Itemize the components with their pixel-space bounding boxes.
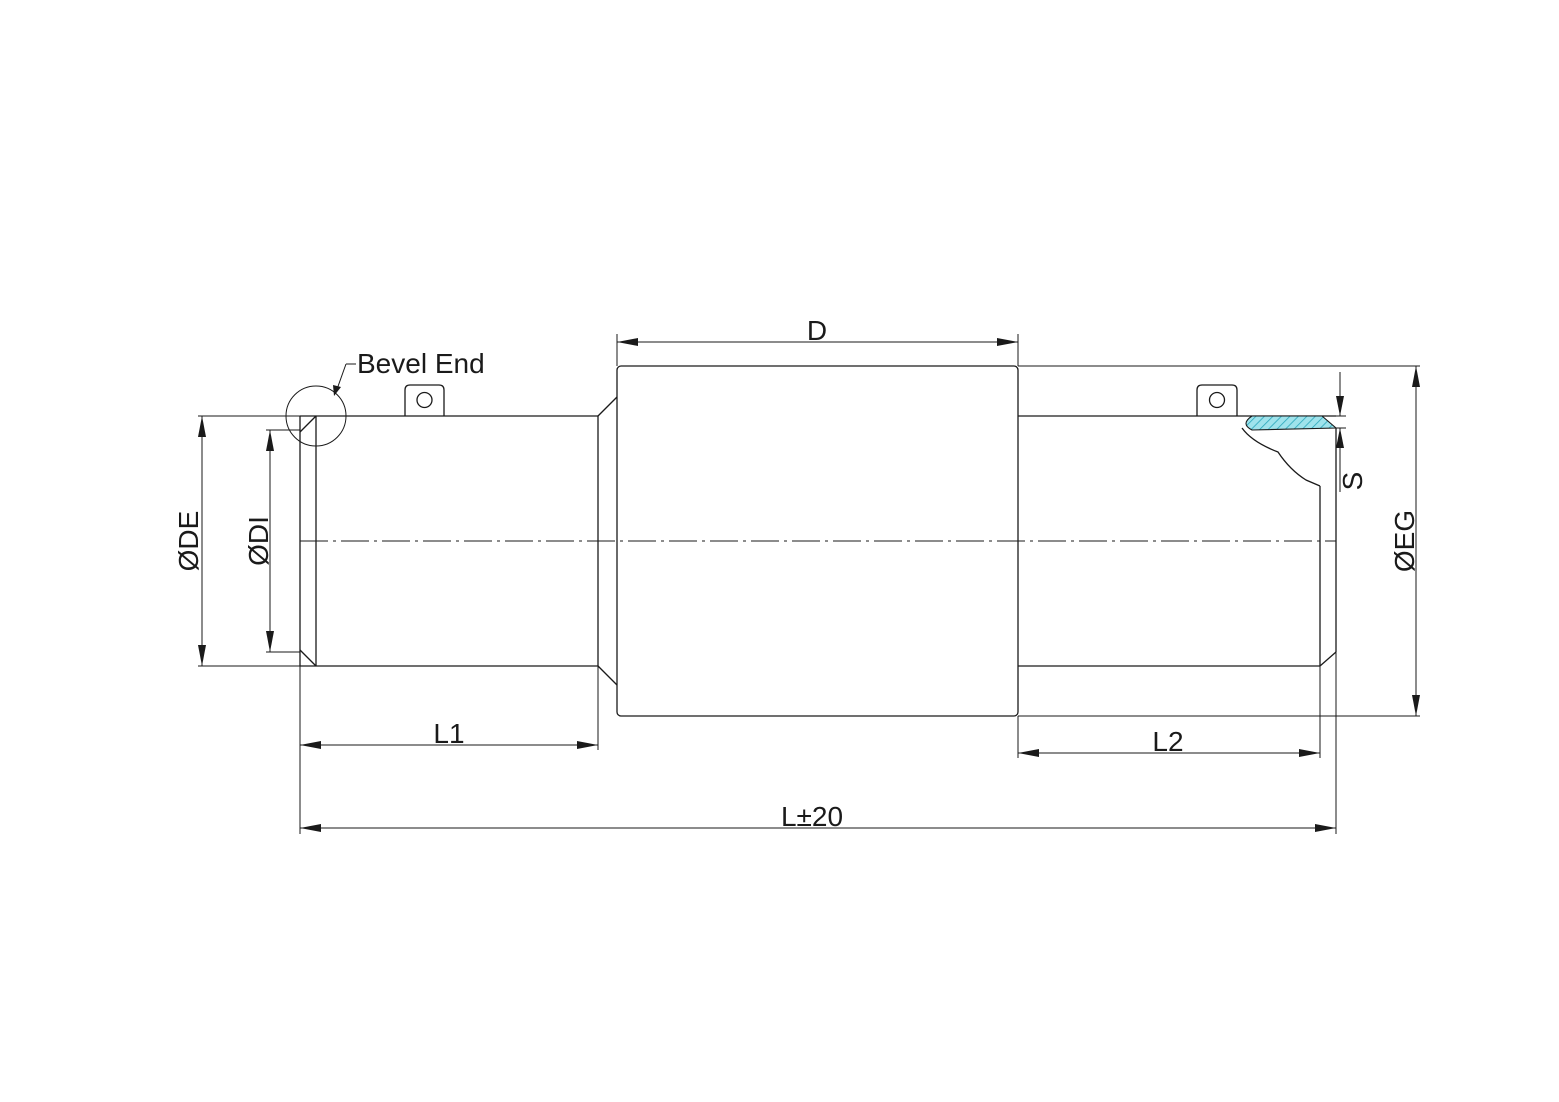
left-transition xyxy=(597,396,618,686)
dimension-s: S xyxy=(1336,372,1368,492)
dimension-d: D xyxy=(617,315,1018,346)
dimension-de: ØDE xyxy=(173,416,206,666)
label-di: ØDI xyxy=(243,516,274,566)
wall-thickness-section xyxy=(1241,415,1338,487)
dimension-l1: L1 xyxy=(300,718,598,749)
dimension-l2: L2 xyxy=(1018,726,1320,757)
left-lug xyxy=(404,384,445,416)
label-l1: L1 xyxy=(433,718,464,749)
bevel-detail xyxy=(285,363,356,667)
label-l: L±20 xyxy=(781,801,843,832)
label-eg: ØEG xyxy=(1389,510,1420,572)
dimension-eg: ØEG xyxy=(1389,366,1420,716)
label-s: S xyxy=(1337,472,1368,491)
extension-lines xyxy=(198,334,1420,834)
dimension-l: L±20 xyxy=(300,801,1336,832)
dimension-di: ØDI xyxy=(243,430,274,652)
label-de: ØDE xyxy=(173,511,204,572)
label-bevel-end: Bevel End xyxy=(357,348,485,379)
right-lug xyxy=(1196,384,1238,416)
label-d: D xyxy=(807,315,827,346)
label-l2: L2 xyxy=(1152,726,1183,757)
